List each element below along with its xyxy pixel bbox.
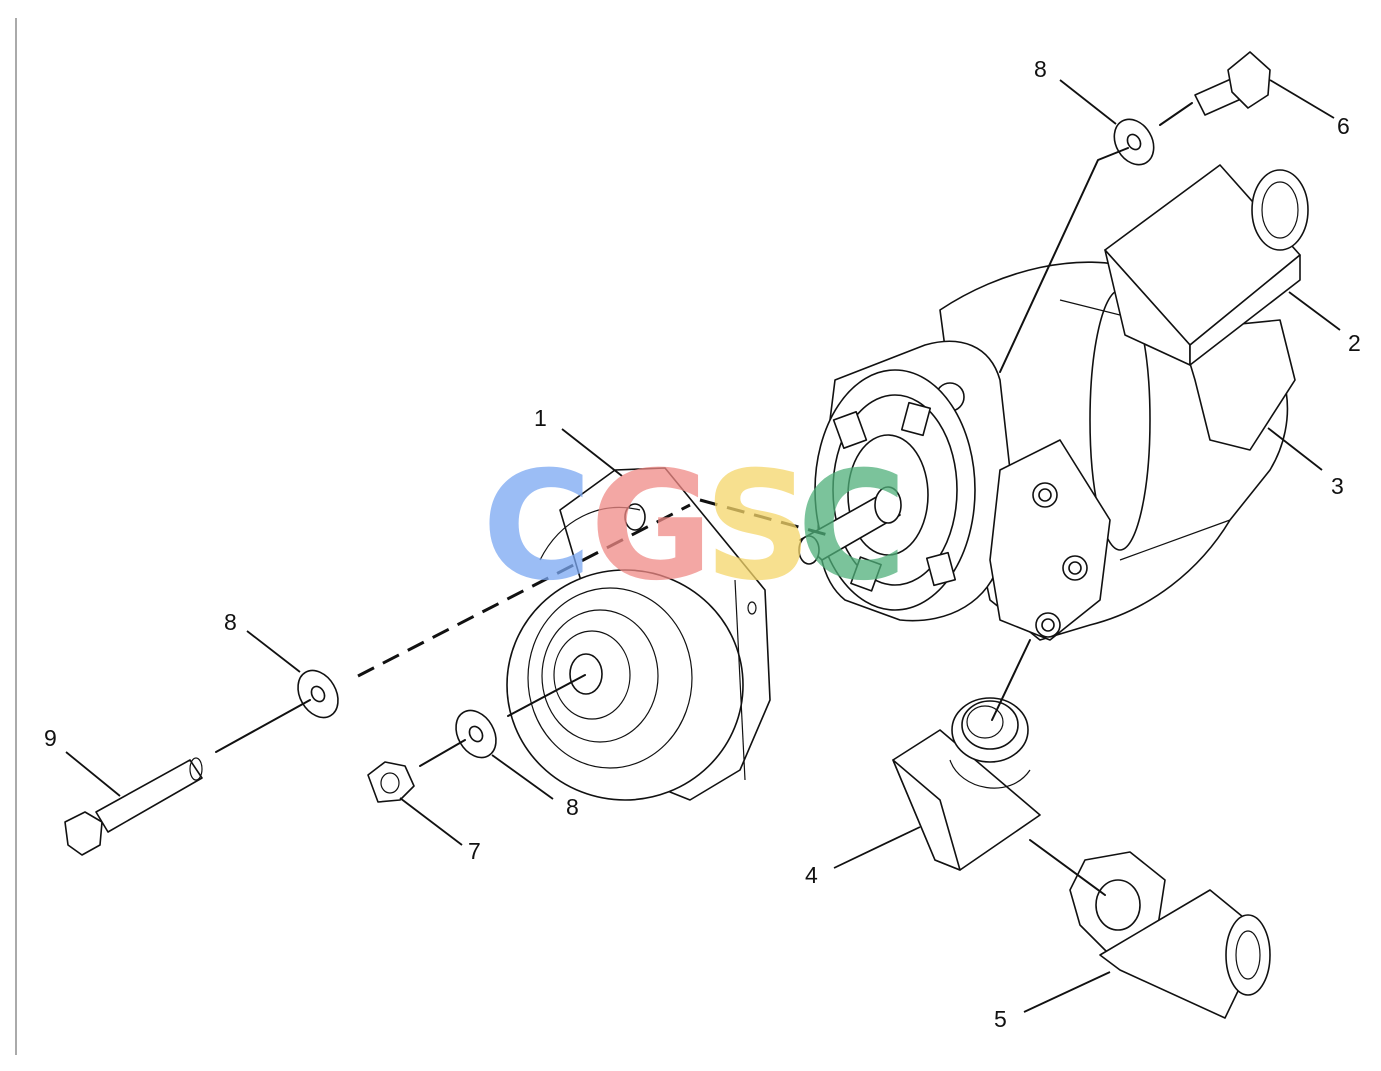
bolt-small (1194, 51, 1271, 116)
callout-8-top: 8 (1034, 56, 1047, 82)
leader-line-8b (246, 630, 301, 673)
leader-line-9 (65, 751, 121, 797)
assembly-axis-upper (357, 498, 829, 678)
assembly-axis-fitting (991, 639, 1106, 896)
assembly-axis-top (999, 102, 1193, 373)
watermark-letter-4: C (797, 440, 907, 614)
leader-line-1 (561, 428, 623, 477)
leader-line-2 (1288, 291, 1341, 331)
callout-4: 4 (805, 862, 818, 888)
pump-housing (798, 261, 1296, 641)
leader-line-7 (399, 797, 463, 846)
hex-bolt-long (64, 757, 203, 856)
drive-pulley (506, 467, 771, 801)
callout-8-left: 8 (224, 609, 237, 635)
callout-7: 7 (468, 838, 481, 864)
leader-line-5 (1023, 971, 1111, 1013)
watermark-letter-3: S (704, 440, 812, 614)
washer-lower (455, 709, 497, 759)
leader-line-6 (1269, 79, 1335, 119)
leader-line-4 (833, 826, 921, 869)
watermark: C G S C (482, 440, 907, 614)
watermark-letter-2: G (590, 440, 713, 614)
leader-line-8c (491, 754, 554, 800)
callout-1: 1 (534, 405, 547, 431)
callout-3: 3 (1331, 473, 1344, 499)
callout-8-lower: 8 (566, 794, 579, 820)
callout-6: 6 (1337, 113, 1350, 139)
leader-line-8a (1059, 79, 1117, 125)
callout-9: 9 (44, 725, 57, 751)
watermark-letter-1: C (482, 440, 592, 614)
assembly-axis-lower (215, 674, 586, 767)
leader-line-3 (1267, 427, 1323, 471)
tee-fitting (1069, 851, 1271, 1019)
washer-left (297, 669, 339, 719)
elbow-fitting-top (1104, 164, 1309, 366)
callout-2: 2 (1348, 330, 1361, 356)
callout-5: 5 (994, 1006, 1007, 1032)
elbow-fitting-lower (892, 697, 1041, 871)
hex-nut (367, 761, 415, 803)
washer-top (1113, 118, 1155, 166)
